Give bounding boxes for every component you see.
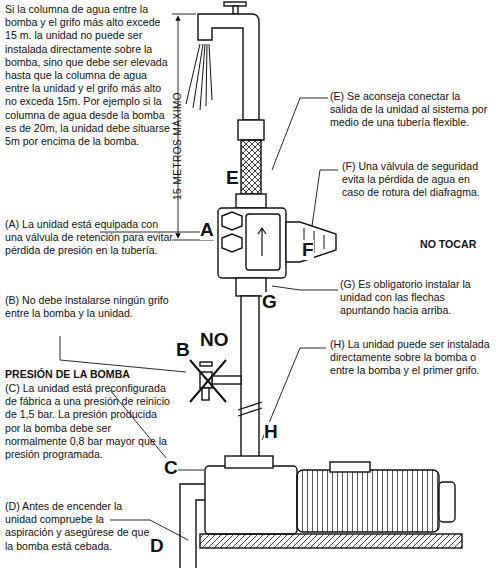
unit-cover — [246, 214, 280, 270]
terminal-box — [330, 462, 370, 472]
callout-text: (B) No debe instalarse ningún grifo entr… — [5, 294, 171, 320]
hex-nut — [222, 212, 242, 230]
callout-text: (A) La unidad está equipada con una válv… — [5, 218, 175, 258]
break-mark — [238, 402, 262, 416]
callout-letter: H — [264, 422, 278, 442]
flow-arrow — [258, 228, 266, 256]
warning-label: NO TOCAR — [420, 238, 476, 251]
base — [200, 534, 462, 548]
callout-text: (C) La unidad está preconfigurada de fáb… — [5, 382, 175, 461]
section-heading: PRESIÓN DE LA BOMBA — [5, 368, 175, 381]
tap-handle — [200, 362, 212, 366]
safety-valve-cap — [286, 222, 336, 262]
callout-letter: C — [164, 458, 178, 478]
dimension-label: 15 METROS MÁXIMO — [171, 92, 184, 200]
callout-letter: F — [302, 240, 314, 260]
callout-letter: E — [226, 168, 239, 188]
callout-text: (D) Antes de encender la unidad comprueb… — [5, 500, 155, 553]
pump-head — [205, 466, 297, 534]
note-text: Si la columna de agua entre la bomba y e… — [5, 3, 171, 148]
flexible-hose — [241, 140, 261, 194]
callout-letter: A — [200, 220, 214, 240]
faucet-pipe — [198, 14, 259, 120]
pressure-unit — [218, 208, 286, 278]
pipe — [241, 296, 259, 466]
hose-nut — [236, 194, 266, 208]
callout-text: (H) La unidad puede ser instalada direct… — [330, 338, 490, 378]
cross-mark — [190, 360, 226, 402]
tap-spout — [202, 388, 209, 400]
callout-text: (G) Es obligatorio instalar la unidad co… — [340, 278, 490, 318]
callout-letter: B — [176, 340, 190, 360]
callout-text: (E) Se aconseja conectar la salida de la… — [330, 90, 490, 130]
motor-cap — [439, 482, 455, 522]
pump-outlet — [225, 456, 273, 468]
hex-nut — [222, 234, 242, 252]
branch-pipe — [212, 376, 241, 384]
suction-pipe — [180, 484, 205, 568]
faucet-stem — [233, 6, 238, 14]
callout-letter: D — [150, 536, 164, 556]
callout-letter: NO — [200, 330, 229, 350]
callout-letter: G — [262, 292, 277, 312]
callout-text: (F) Una válvula de seguridad evita la pé… — [342, 160, 492, 200]
water-spray — [186, 44, 212, 110]
motor — [297, 470, 439, 532]
pipe-fitting — [238, 120, 264, 140]
